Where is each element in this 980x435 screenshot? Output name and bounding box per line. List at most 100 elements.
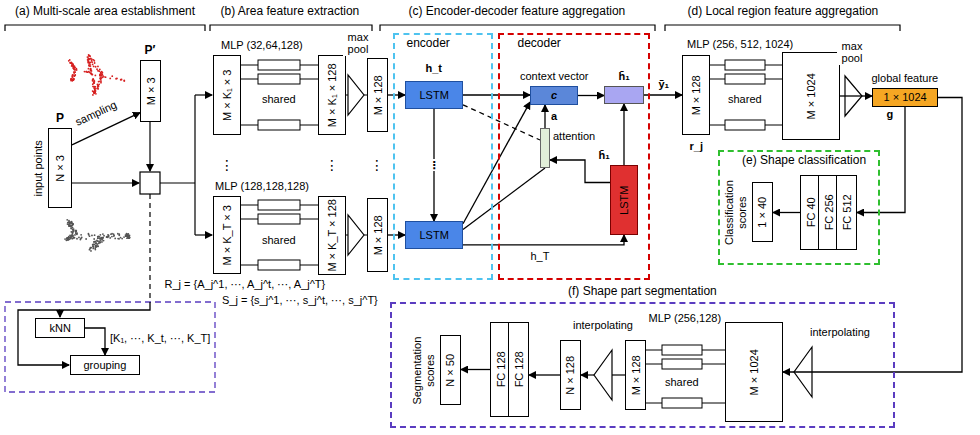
cloud-point: [93, 92, 95, 94]
junction-wire: [149, 122, 150, 171]
box-label: FC 256: [822, 194, 835, 230]
cloud-point: [93, 241, 95, 243]
section-bracket: [380, 25, 655, 31]
cloud-point: [98, 242, 100, 244]
ellipsis: ⋮: [219, 157, 235, 173]
box-label: LSTM: [420, 229, 449, 242]
feature-box: M × 128: [625, 340, 646, 410]
segmentation-frame: N × 50Segmentation scoresFC 128FC 128N ×…: [390, 302, 895, 428]
cloud-point: [76, 69, 78, 71]
cloud-point: [74, 74, 76, 76]
cloud-point: [94, 91, 96, 93]
cloud-point: [75, 230, 77, 232]
cloud-point: [88, 58, 90, 60]
cloud-point: [95, 246, 97, 248]
cloud-point: [97, 237, 99, 239]
cloud-point: [111, 236, 113, 238]
section-heading: (d) Local region feature aggregation: [687, 5, 880, 19]
cloud-point: [95, 86, 97, 88]
cloud-point: [115, 78, 117, 80]
section-heading: (c) Encoder-decoder feature aggregation: [408, 5, 627, 19]
shared-mlp: [662, 345, 702, 355]
connector-arrow: [461, 369, 490, 370]
cloud-point: [85, 71, 87, 73]
cloud-point: [97, 245, 99, 247]
shared-label: shared: [261, 234, 297, 247]
shared-mlp: [662, 398, 702, 408]
connector-arrow: [463, 168, 545, 229]
cloud-point: [72, 75, 74, 77]
box-label: M × 128: [371, 215, 384, 255]
cloud-point: [69, 62, 71, 64]
cloud-point: [103, 235, 105, 237]
cloud-point: [128, 235, 130, 237]
cloud-point: [101, 241, 103, 243]
cloud-point: [95, 241, 97, 243]
box-label: FC 128: [494, 351, 507, 387]
cloud-point: [90, 70, 92, 72]
cloud-point: [99, 69, 101, 71]
grouping-detail-frame: [5, 302, 215, 392]
connector-arrow: [388, 94, 405, 95]
cloud-point: [98, 70, 100, 72]
cloud-point: [126, 237, 128, 239]
edge-label: sampling: [72, 97, 119, 128]
box-label: M × 1024: [805, 73, 818, 119]
ellipsis: ⋮: [324, 157, 340, 173]
cloud-point: [97, 237, 99, 239]
cloud-point: [126, 233, 128, 235]
cloud-point: [84, 71, 86, 73]
cloud-point: [129, 237, 131, 239]
input-tensor-box: N × 3input points: [48, 128, 72, 208]
cloud-point: [93, 66, 95, 68]
feature-box: M × 1024: [725, 322, 783, 422]
cloud-point: [107, 236, 109, 238]
box-label: FC 128: [512, 351, 525, 387]
box-label: M × K_T × 128: [325, 199, 338, 272]
cloud-point: [94, 62, 96, 64]
cloud-point: [69, 235, 71, 237]
cloud-point: [67, 222, 69, 224]
cloud-point: [68, 239, 70, 241]
connector-arrow: [463, 235, 624, 245]
cloud-point: [66, 238, 68, 240]
cloud-point: [93, 60, 95, 62]
cloud-point: [109, 78, 111, 80]
cloud-point: [97, 240, 99, 242]
cloud-point: [75, 233, 77, 235]
box-label: FC 40: [804, 197, 817, 227]
junction-wire: [72, 95, 212, 302]
cloud-point: [92, 86, 94, 88]
cloud-point: [98, 236, 100, 238]
shared-mlp: [645, 350, 725, 403]
cloud-point: [67, 223, 69, 225]
cloud-point: [121, 238, 123, 240]
cloud-point: [85, 238, 87, 240]
junction-wire: [149, 194, 150, 302]
cloud-point: [126, 233, 128, 235]
box-label: 1 × 40: [756, 196, 769, 227]
pooling-triangle: [612, 374, 625, 375]
box-label: grouping: [84, 359, 127, 372]
cloud-point: [121, 79, 123, 81]
cloud-point: [88, 59, 90, 61]
connector-arrow: [463, 105, 540, 140]
cloud-point: [73, 68, 75, 70]
cloud-point: [68, 239, 70, 241]
cloud-point: [95, 66, 97, 68]
cloud-point: [73, 78, 75, 80]
tensor-box: M × K₁ × 128: [318, 55, 346, 135]
cloud-point: [97, 245, 99, 247]
cloud-point: [93, 59, 95, 61]
shared-mlp: [258, 74, 300, 84]
cloud-point: [97, 87, 99, 89]
cloud-point: [68, 237, 70, 239]
cloud-point: [93, 244, 95, 246]
cloud-point: [99, 236, 101, 238]
grouping-detail-frame: [60, 302, 150, 317]
cloud-point: [68, 236, 70, 238]
cloud-point: [90, 69, 92, 71]
cloud-point: [71, 222, 73, 224]
cloud-point: [71, 79, 73, 81]
cloud-point: [93, 82, 95, 84]
